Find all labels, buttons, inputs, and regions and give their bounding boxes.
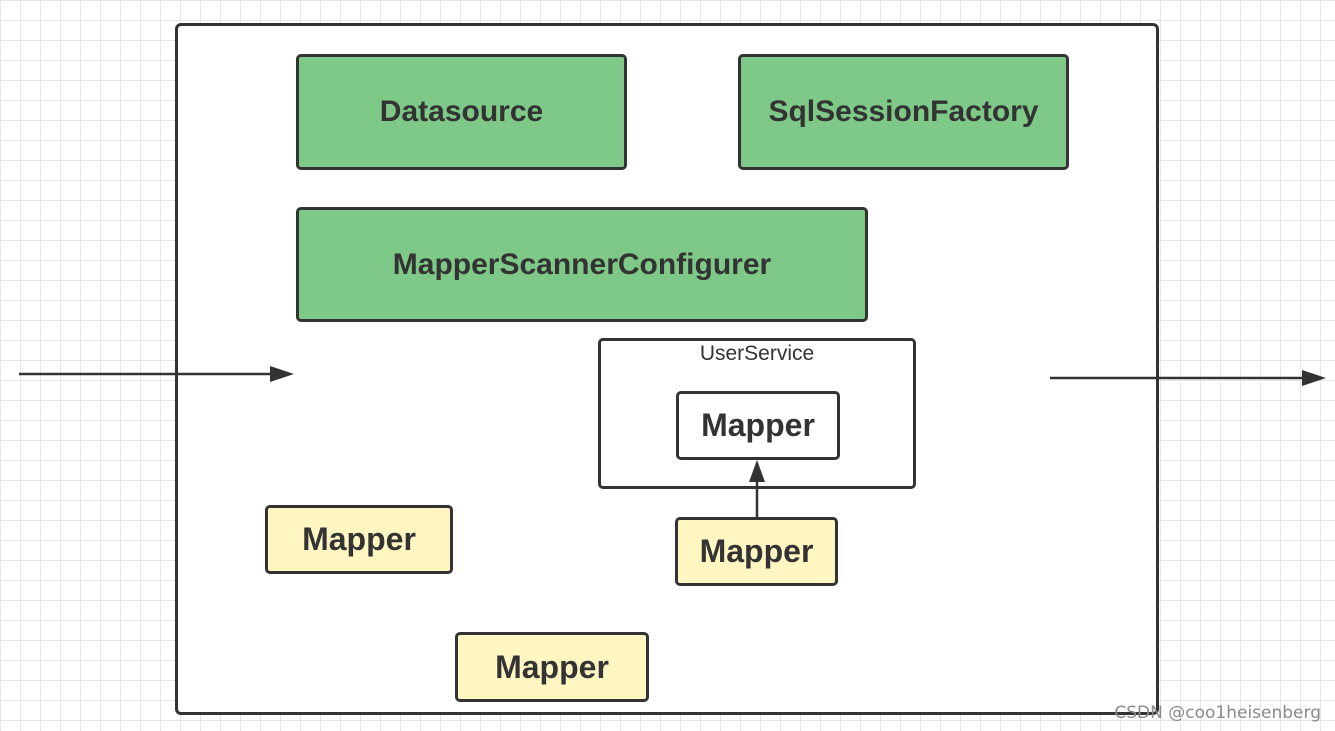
inner-mapper-box[interactable]: Mapper [676,391,840,460]
mapper-box-1-label: Mapper [302,521,416,557]
watermark: CSDN @coo1heisenberg [1114,703,1321,723]
datasource-label: Datasource [379,95,544,128]
mapper-scanner-configurer-box[interactable]: MapperScannerConfigurer [296,207,868,322]
sql-session-factory-box[interactable]: SqlSessionFactory [738,54,1069,170]
sql-session-factory-label: SqlSessionFactory [768,95,1039,128]
mapper-box-3-label: Mapper [495,648,609,685]
mapper-box-2-label: Mapper [699,533,814,569]
mapper-box-2[interactable]: Mapper [675,517,838,586]
mapper-box-1[interactable]: Mapper [265,505,453,574]
inner-mapper-label: Mapper [701,407,815,443]
mapper-scanner-configurer-label: MapperScannerConfigurer [392,247,772,281]
datasource-box[interactable]: Datasource [296,54,627,170]
inject-arrow [749,460,765,517]
input-arrow [19,366,294,382]
output-arrow [1050,370,1326,386]
mapper-box-3[interactable]: Mapper [455,632,649,702]
user-service-label: UserService [699,342,815,365]
